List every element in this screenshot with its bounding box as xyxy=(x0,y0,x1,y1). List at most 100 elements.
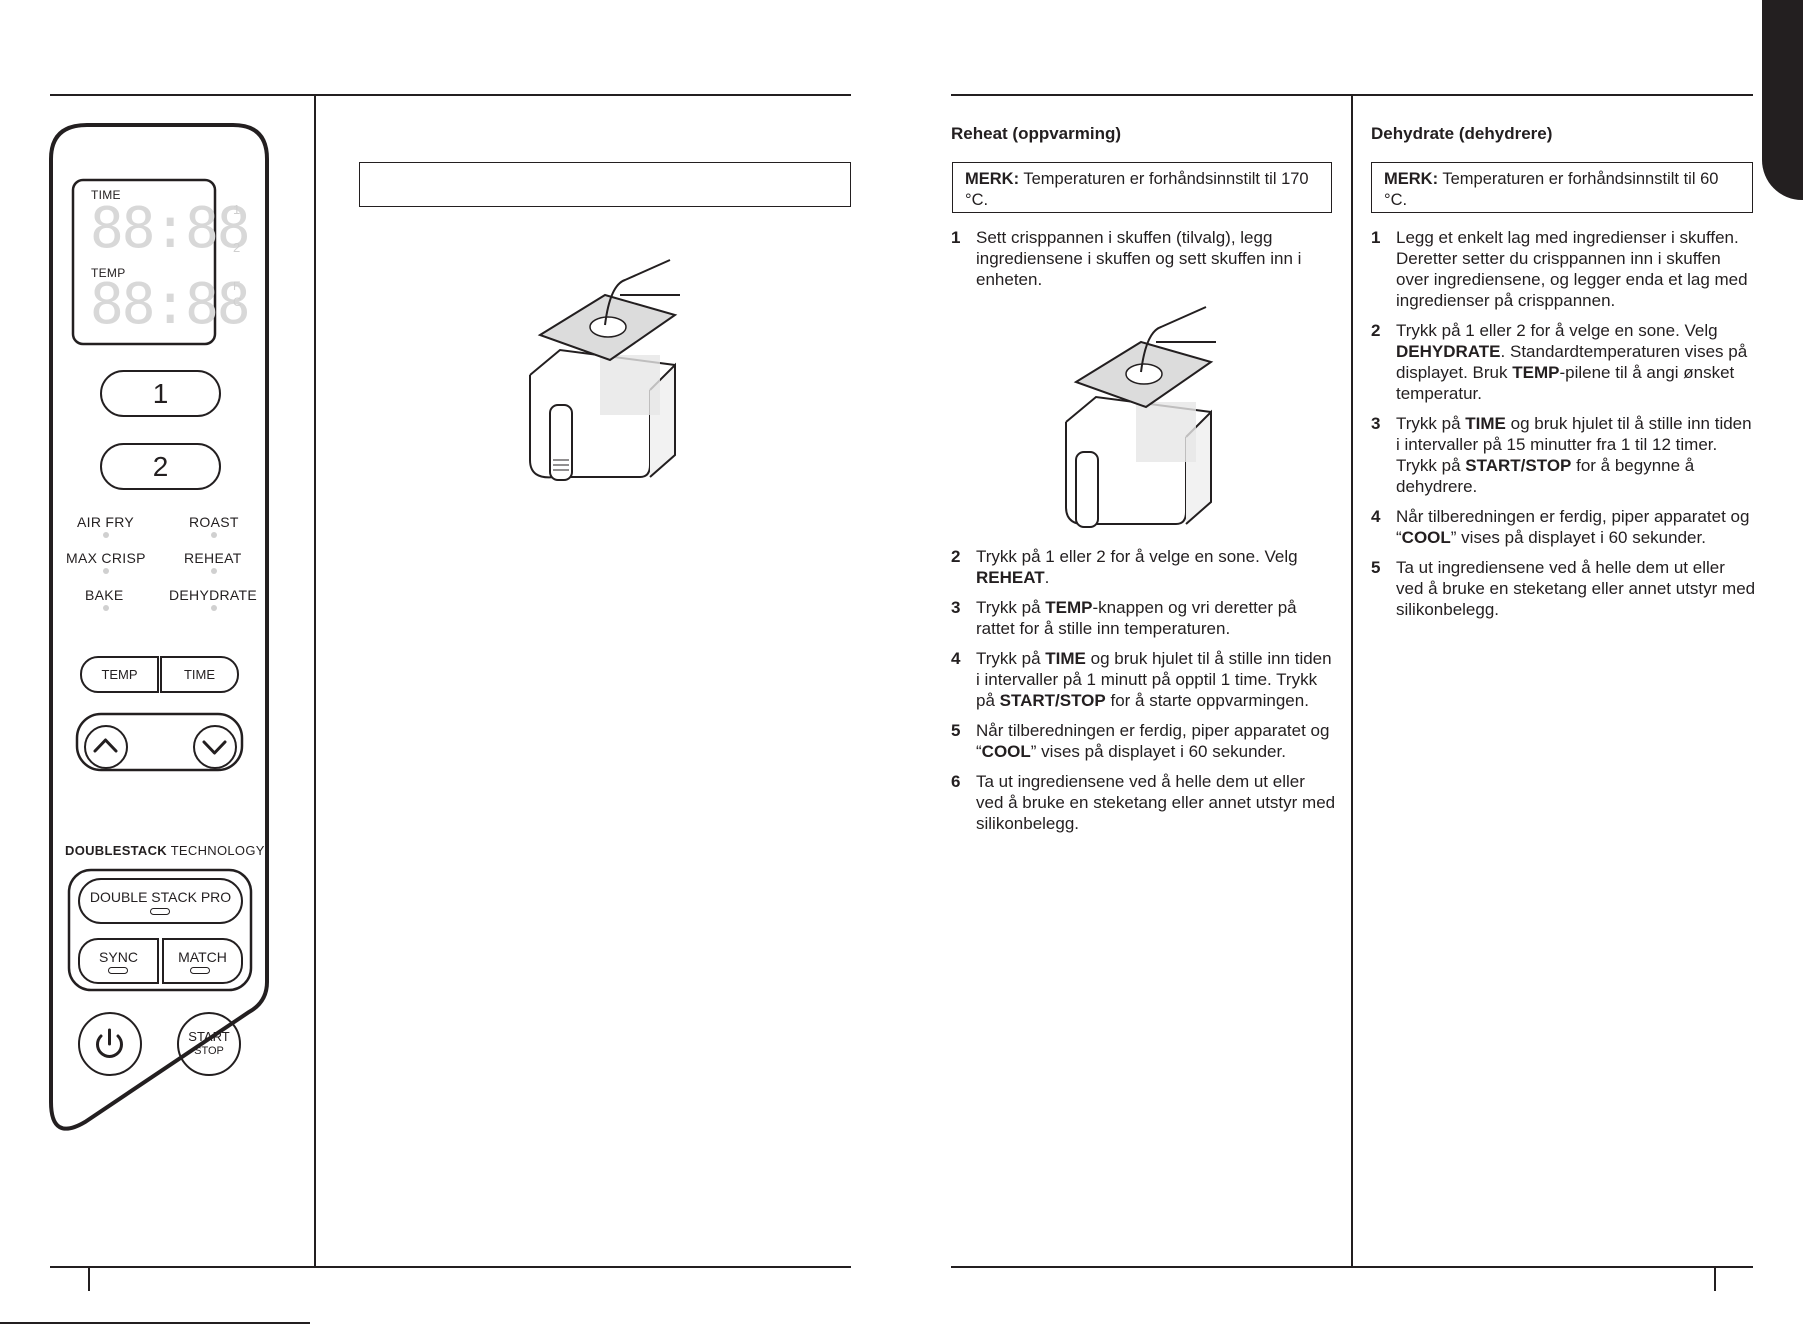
step-text: -knappen og vri deretter på rattet for å… xyxy=(976,598,1297,638)
double-stack-pro-led xyxy=(150,908,170,915)
start-stop-button[interactable]: START STOP xyxy=(177,1012,241,1076)
zone-1-button[interactable]: 1 xyxy=(100,370,221,417)
display-temp-digits: 88:88 xyxy=(90,272,251,337)
step-number: 2 xyxy=(1371,321,1381,340)
sync-button[interactable]: SYNC xyxy=(78,938,159,984)
empty-note-box xyxy=(359,162,851,207)
reheat-note-label: MERK: xyxy=(965,170,1020,188)
step-number: 5 xyxy=(1371,558,1381,577)
left-bottom-tick xyxy=(88,1266,90,1291)
step-text: Når tilberedningen er ferdig, piper appa… xyxy=(1396,507,1750,547)
function-air-fry[interactable]: AIR FRY xyxy=(77,514,135,530)
step-number: 4 xyxy=(1371,507,1381,526)
panel-divider xyxy=(314,94,316,1266)
step-number: 6 xyxy=(951,772,961,791)
step-text: Ta ut ingrediensene ved å helle dem ut e… xyxy=(976,772,1336,833)
double-stack-pro-label: DOUBLE STACK PRO xyxy=(89,889,232,905)
step-item: 4 Når tilberedningen er ferdig, piper app… xyxy=(1371,506,1756,548)
step-text: Trykk på 1 eller 2 for å velge en sone. … xyxy=(1396,321,1718,340)
right-bottom-rule xyxy=(951,1266,1753,1268)
step-keyword: COOL xyxy=(1401,528,1451,547)
step-text: Legg et enkelt lag med ingredienser i sk… xyxy=(1396,228,1748,310)
reheat-indicator xyxy=(211,568,217,574)
function-bake[interactable]: BAKE xyxy=(85,587,124,603)
step-item: 3 Trykk på TEMP-knappen og vri deretter p… xyxy=(951,597,1336,639)
section-tab xyxy=(1762,0,1803,200)
display-unit-c: C xyxy=(233,295,242,309)
up-arrow-icon xyxy=(93,738,118,753)
step-text: for å begynne å dehydrere. xyxy=(1396,456,1695,496)
match-led xyxy=(190,967,210,974)
step-keyword: TEMP xyxy=(1512,363,1560,382)
step-text: Trykk på xyxy=(976,649,1046,668)
step-keyword: TIME xyxy=(1465,414,1506,433)
crisp-pan-basket-illustration-1 xyxy=(529,259,680,481)
power-button[interactable] xyxy=(78,1012,142,1076)
function-roast[interactable]: ROAST xyxy=(189,514,239,530)
crisp-pan-basket-illustration-2 xyxy=(1065,306,1216,528)
display-time-label: TIME xyxy=(91,188,121,202)
step-text: ” vises på displayet i 60 sekunder. xyxy=(1450,528,1706,547)
temp-button[interactable]: TEMP xyxy=(80,656,159,693)
stop-label: STOP xyxy=(194,1045,224,1057)
step-number: 3 xyxy=(951,598,961,617)
step-text: og bruk hjulet til å stille inn tiden i … xyxy=(976,649,1332,710)
step-text: og bruk hjulet til å stille inn tiden i … xyxy=(1396,414,1752,475)
left-bottom-rule xyxy=(50,1266,851,1268)
match-button[interactable]: MATCH xyxy=(162,938,243,984)
step-keyword: TEMP xyxy=(1045,598,1093,617)
step-text: . xyxy=(1044,568,1050,587)
zone-2-button[interactable]: 2 xyxy=(100,443,221,490)
function-max-crisp[interactable]: MAX CRISP xyxy=(66,550,146,566)
roast-indicator xyxy=(211,532,217,538)
step-item: 5 Ta ut ingrediensene ved å helle dem ut … xyxy=(1371,557,1756,620)
step-keyword: START/STOP xyxy=(999,691,1106,710)
display-time-digits: 88:88 xyxy=(90,196,251,261)
reheat-steps-b: 2 Trykk på 1 eller 2 for å velge en sone.… xyxy=(951,546,1336,843)
dehydrate-title: Dehydrate (dehydrere) xyxy=(1371,124,1553,143)
step-text: Når tilberedningen er ferdig, piper appa… xyxy=(976,721,1330,761)
sync-label: SYNC xyxy=(99,949,138,965)
step-keyword: START/STOP xyxy=(1465,456,1572,475)
right-bottom-tick xyxy=(1714,1266,1716,1291)
step-text: . Standardtemperaturen vises på displaye… xyxy=(1396,342,1748,382)
dehydrate-note-text: Temperaturen er forhåndsinnstilt til 60 … xyxy=(1384,170,1719,209)
column-divider xyxy=(1351,94,1353,1266)
step-keyword: REHEAT xyxy=(976,568,1045,587)
left-top-rule xyxy=(50,94,851,96)
technology-label: DOUBLESTACK TECHNOLOGY xyxy=(65,843,265,858)
down-arrow-button[interactable] xyxy=(193,725,237,769)
step-text: for å starte oppvarmingen. xyxy=(1105,691,1309,710)
technology-bold: DOUBLESTACK xyxy=(65,843,167,858)
sync-led xyxy=(108,967,128,974)
step-item: 2 Trykk på 1 eller 2 for å velge en sone.… xyxy=(1371,320,1756,404)
step-text: Ta ut ingrediensene ved å helle dem ut e… xyxy=(1396,558,1756,619)
step-text: Trykk på xyxy=(976,598,1046,617)
step-number: 3 xyxy=(1371,414,1381,433)
step-text: -pilene til å angi ønsket temperatur. xyxy=(1396,363,1735,403)
dehydrate-note-label: MERK: xyxy=(1384,170,1439,188)
step-number: 5 xyxy=(951,721,961,740)
step-number: 2 xyxy=(951,547,961,566)
step-item: 5 Når tilberedningen er ferdig, piper app… xyxy=(951,720,1336,762)
time-button[interactable]: TIME xyxy=(160,656,239,693)
dehydrate-note: MERK: Temperaturen er forhåndsinnstilt t… xyxy=(1371,162,1753,213)
step-item: 6 Ta ut ingrediensene ved å helle dem ut … xyxy=(951,771,1336,834)
step-number: 1 xyxy=(1371,228,1381,247)
air-fry-indicator xyxy=(103,532,109,538)
display-side-2: 2 xyxy=(233,240,241,255)
up-arrow-button[interactable] xyxy=(84,725,128,769)
step-keyword: TIME xyxy=(1045,649,1086,668)
function-dehydrate[interactable]: DEHYDRATE xyxy=(169,587,258,603)
step-text: Trykk på 1 eller 2 for å velge en sone. … xyxy=(976,547,1298,566)
function-reheat[interactable]: REHEAT xyxy=(184,550,242,566)
step-number: 1 xyxy=(951,228,961,247)
start-label: START xyxy=(188,1029,230,1044)
reheat-title: Reheat (oppvarming) xyxy=(951,124,1122,143)
dehydrate-indicator xyxy=(211,605,217,611)
down-arrow-icon xyxy=(202,740,227,755)
double-stack-pro-button[interactable]: DOUBLE STACK PRO xyxy=(78,878,243,924)
